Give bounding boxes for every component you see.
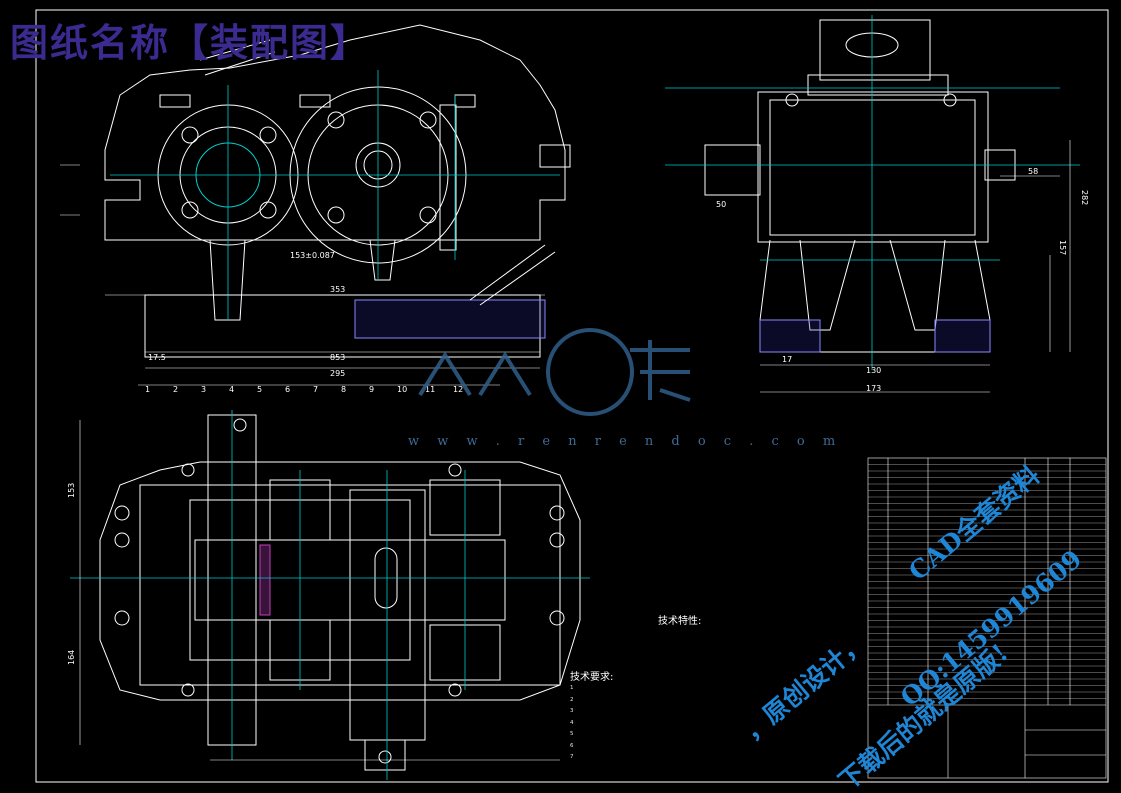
parts-list-table: [867, 457, 1107, 779]
dim-173: 173: [866, 384, 881, 393]
dim-157: 157: [1058, 240, 1067, 255]
part-balloon: 8: [341, 385, 346, 394]
dim-353: 353: [330, 285, 345, 294]
part-balloon: 9: [369, 385, 374, 394]
part-balloon: 5: [257, 385, 262, 394]
part-balloon: 7: [313, 385, 318, 394]
plan-dimension-lines: [79, 420, 560, 761]
dim-plan-153: 153: [67, 483, 76, 498]
part-balloon: 11: [425, 385, 435, 394]
tech-requirement-number: 5: [570, 731, 574, 737]
tech-requirement-number: 2: [570, 696, 574, 703]
part-balloon: 10: [397, 385, 407, 394]
part-balloon: 3: [201, 385, 206, 394]
plan-centerlines: [70, 410, 590, 780]
dim-17-5: 17.5: [148, 353, 166, 362]
dim-295: 295: [330, 369, 345, 378]
plan-view: [99, 414, 581, 771]
dim-853: 853: [330, 353, 345, 362]
part-balloon: 12: [453, 385, 463, 394]
tech-requirements-title: 技术要求:: [570, 672, 614, 683]
part-balloon: 6: [285, 385, 290, 394]
tech-requirement-number: 3: [570, 708, 574, 714]
front-view: [104, 24, 571, 358]
front-dimension-lines: [60, 164, 545, 386]
dim-gear-mesh: 153±0.087: [290, 251, 335, 260]
drawing-title-watermark: 图纸名称【装配图】: [10, 20, 371, 65]
front-centerlines: [110, 70, 560, 320]
part-balloon: 4: [229, 385, 234, 394]
drawing-frame: [35, 9, 1109, 783]
renrendoc-logo-icon: [418, 328, 691, 416]
side-centerlines: [665, 15, 1080, 370]
site-url-watermark: w w w . r e n r e n d o c . c o m: [408, 434, 843, 449]
dim-58: 58: [1028, 167, 1038, 176]
dim-50: 50: [716, 200, 726, 209]
tech-requirement-number: 1: [570, 685, 574, 691]
part-balloon: 2: [173, 385, 178, 394]
tech-requirement-number: 4: [570, 719, 574, 726]
plan-bolts: [114, 463, 565, 697]
front-bolts: [181, 111, 437, 224]
tech-requirement-number: 6: [570, 742, 574, 749]
side-view: [704, 19, 1016, 353]
dim-282: 282: [1080, 190, 1089, 205]
dim-17: 17: [782, 355, 792, 364]
part-balloon: 1: [145, 385, 150, 394]
side-dimension-lines: [760, 140, 1071, 393]
tech-requirement-number: 7: [570, 754, 574, 760]
tech-features-title: 技术特性:: [658, 616, 702, 627]
dim-130: 130: [866, 366, 881, 375]
dim-plan-164: 164: [67, 650, 76, 665]
